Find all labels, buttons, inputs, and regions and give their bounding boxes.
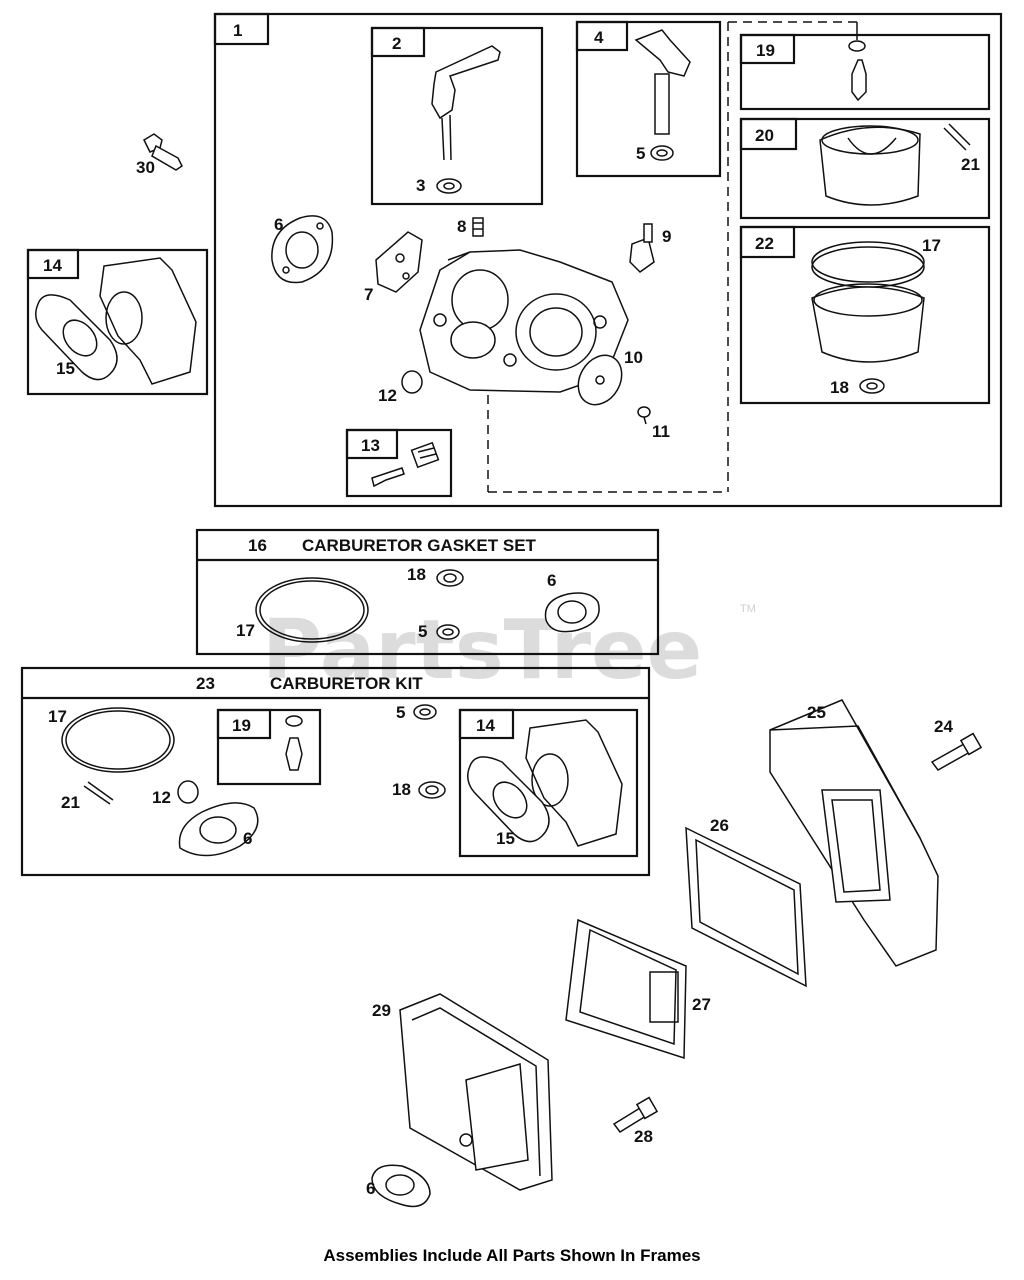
callout-8: 8 <box>457 217 466 236</box>
frame-16-gasket-set: 16 CARBURETOR GASKET SET 17 18 5 6 <box>195 528 660 656</box>
washer-18-drawing <box>859 378 885 394</box>
gasket-6-drawing <box>544 592 600 633</box>
callout-28: 28 <box>634 1127 653 1146</box>
gasket-15-drawing <box>35 294 118 381</box>
float-drawing <box>819 126 921 206</box>
frame-2-throttle-shaft: 2 3 <box>370 26 544 206</box>
frame-1-label: 1 <box>233 21 242 40</box>
screw-24-drawing <box>930 732 983 771</box>
frame-13-screw-spring: 13 <box>345 428 453 498</box>
frame-19-inlet-needle: 19 <box>739 22 991 111</box>
callout-10: 10 <box>624 348 643 367</box>
frame-23-carburetor-kit: 23 CARBURETOR KIT 17 21 12 6 19 5 18 14 … <box>20 666 651 877</box>
gasket-6-drawing <box>178 802 259 857</box>
gasket-15-drawing <box>467 756 550 843</box>
carb-kit-callout-19: 19 <box>232 716 251 735</box>
spring-8-drawing <box>472 217 484 237</box>
callout-26: 26 <box>710 816 729 835</box>
filter-27-drawing <box>565 918 687 1060</box>
plug-12-drawing <box>401 370 423 394</box>
gasket-set-title: CARBURETOR GASKET SET <box>302 536 537 555</box>
callout-30: 30 <box>136 158 155 177</box>
plate-10-drawing <box>577 354 623 406</box>
frame-20-label: 20 <box>755 126 774 145</box>
callout-25: 25 <box>807 703 826 722</box>
carburetor-body-drawing <box>419 249 629 393</box>
callout-21: 21 <box>961 155 980 174</box>
callout-18: 18 <box>830 378 849 397</box>
carb-kit-callout-17: 17 <box>48 707 67 726</box>
washer-18-drawing <box>436 569 464 587</box>
carb-kit-callout-14: 14 <box>476 716 495 735</box>
frame-22-label: 22 <box>755 234 774 253</box>
gasket-6-drawing <box>271 215 334 284</box>
o-ring-17-drawing <box>255 577 369 643</box>
gasket-set-callout-6: 6 <box>547 571 556 590</box>
frame-1-carburetor-assembly: 1 <box>213 12 1003 508</box>
plug-12-drawing <box>177 780 199 804</box>
gasket-set-number: 16 <box>248 536 267 555</box>
plate-7-drawing <box>375 231 423 293</box>
gasket-set-callout-5: 5 <box>418 622 427 641</box>
callout-11: 11 <box>652 422 670 441</box>
callout-5: 5 <box>636 144 645 163</box>
gasket-set-callout-17: 17 <box>236 621 255 640</box>
callout-12: 12 <box>378 386 397 405</box>
choke-lever-drawing <box>634 29 691 77</box>
carb-kit-callout-6: 6 <box>243 829 252 848</box>
washer-18-drawing <box>418 781 446 799</box>
watermark-tm: TM <box>740 603 756 615</box>
carb-kit-callout-5: 5 <box>396 703 405 722</box>
frame-14-label: 14 <box>43 256 62 275</box>
screw-11-drawing <box>637 406 651 425</box>
callout-3: 3 <box>416 176 425 195</box>
o-ring-17-drawing <box>811 241 925 283</box>
frame-4-label: 4 <box>594 28 604 47</box>
footer-note: Assemblies Include All Parts Shown In Fr… <box>323 1246 701 1265</box>
washer-5-drawing <box>650 145 674 161</box>
adapter-drawing <box>99 257 197 385</box>
callout-9: 9 <box>662 227 671 246</box>
frame-4-choke-shaft: 4 5 <box>575 20 722 178</box>
bolt-30-drawing <box>143 133 183 171</box>
frame-2-label: 2 <box>392 34 401 53</box>
washer-5-drawing <box>413 704 437 720</box>
callout-27: 27 <box>692 995 711 1014</box>
gasket-6-base-drawing <box>371 1164 431 1208</box>
frame-22-float-bowl: 22 17 18 <box>739 225 991 405</box>
carb-kit-title: CARBURETOR KIT <box>270 674 423 693</box>
callout-6: 6 <box>274 215 283 234</box>
bowl-drawing <box>811 286 925 363</box>
screw-28-drawing <box>612 1096 659 1133</box>
throttle-lever-drawing <box>431 45 501 120</box>
frame-19-label: 19 <box>756 41 775 60</box>
pre-cleaner-26-drawing <box>685 826 807 988</box>
carb-kit-callout-21: 21 <box>61 793 80 812</box>
base-29-drawing <box>399 993 553 1191</box>
callout-15: 15 <box>56 359 75 378</box>
callout-24: 24 <box>934 717 953 736</box>
callout-7: 7 <box>364 285 373 304</box>
callout-29: 29 <box>372 1001 391 1020</box>
frame-20-float: 20 21 <box>739 117 991 220</box>
washer-5-drawing <box>436 624 460 640</box>
carb-kit-callout-15: 15 <box>496 829 515 848</box>
fitting-9-drawing <box>629 223 655 273</box>
callout-17: 17 <box>922 236 941 255</box>
adapter-drawing <box>525 719 623 847</box>
watermark: PartsTree <box>262 603 702 698</box>
carb-kit-callout-12: 12 <box>152 788 171 807</box>
frame-13-label: 13 <box>361 436 380 455</box>
needle-drawing <box>851 59 867 102</box>
callout-6-base: 6 <box>366 1179 375 1198</box>
washer-3-drawing <box>436 178 462 194</box>
frame-14-adapter-left: 14 15 <box>26 248 209 396</box>
carb-kit-callout-18: 18 <box>392 780 411 799</box>
air-cleaner-cover-25-drawing <box>769 699 939 967</box>
o-ring-17-drawing <box>61 707 175 773</box>
carb-kit-number: 23 <box>196 674 215 693</box>
gasket-set-callout-18: 18 <box>407 565 426 584</box>
